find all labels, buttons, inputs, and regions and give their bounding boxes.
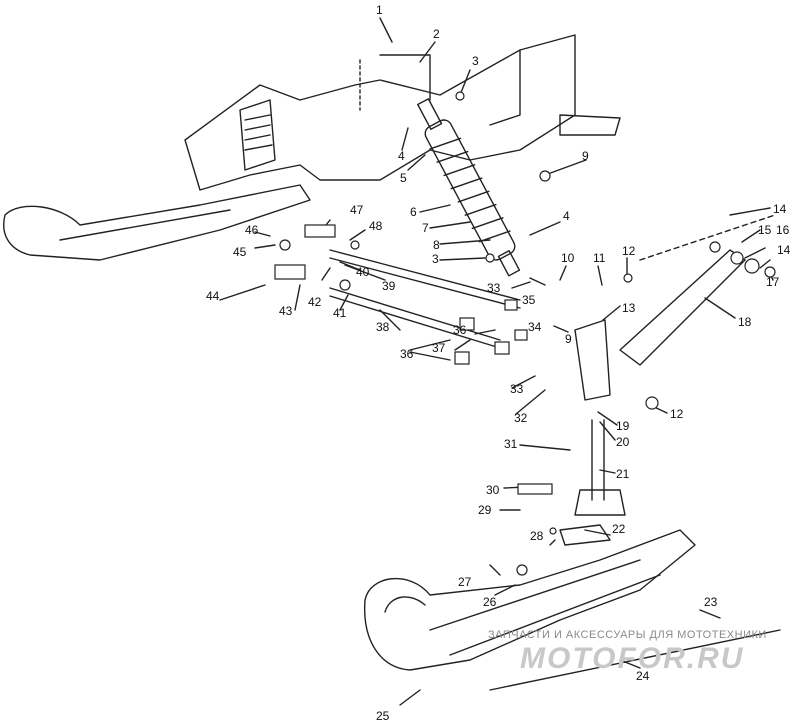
- part-label: 1: [376, 3, 383, 17]
- part-label: 6: [410, 205, 417, 219]
- part-label: 7: [422, 221, 429, 235]
- part-label: 40: [356, 265, 370, 279]
- part-label: 18: [738, 315, 752, 329]
- part-label: 2: [433, 27, 440, 41]
- part-label: 12: [670, 407, 684, 421]
- rear-ski: [3, 184, 311, 261]
- spindle-bracket: [574, 319, 611, 401]
- part-label: 8: [433, 238, 440, 252]
- bracket-47: [304, 224, 336, 238]
- part-label: 20: [616, 435, 630, 449]
- steering-arm: [619, 249, 746, 366]
- part-label: 33: [487, 281, 501, 295]
- nut-9: [539, 170, 551, 182]
- part-label: 33: [510, 382, 524, 396]
- ski-saddle: [559, 524, 611, 546]
- part-label: 16: [776, 223, 790, 237]
- watermark-site: MOTOFOR.RU: [520, 642, 744, 675]
- bushing-37: [459, 317, 475, 331]
- part-label: 25: [376, 709, 390, 722]
- bushing-12: [645, 396, 659, 410]
- part-label: 3: [472, 54, 479, 68]
- part-label: 30: [486, 483, 500, 497]
- part-label: 11: [593, 251, 606, 265]
- spindle: [591, 419, 605, 501]
- part-label: 48: [369, 219, 383, 233]
- left-shock: [239, 99, 276, 171]
- part-label: 44: [206, 289, 220, 303]
- washer-28: [549, 527, 557, 535]
- nut-12: [623, 273, 633, 283]
- part-label: 19: [616, 419, 630, 433]
- pin-30: [517, 483, 553, 495]
- watermark-caption: ЗАПЧАСТИ И АКСЕССУАРЫ ДЛЯ МОТОТЕХНИКИ: [488, 629, 767, 641]
- shock-absorber: [417, 98, 521, 277]
- part-label: 23: [704, 595, 718, 609]
- tie-rod-38: [329, 287, 501, 349]
- part-label: 3: [432, 252, 439, 266]
- spindle-foot: [574, 489, 626, 516]
- part-label: 13: [622, 301, 636, 315]
- part-label: 38: [376, 320, 390, 334]
- mount-plate: [559, 114, 621, 136]
- part-labels: 1 2 3 4 5 6 7 8 3 4 9 10 11 12 13 14 15 …: [206, 3, 791, 722]
- tie-rod-39: [329, 249, 521, 309]
- part-label: 22: [612, 522, 626, 536]
- front-ski: [363, 529, 696, 671]
- part-label: 43: [279, 304, 293, 318]
- part-label: 5: [400, 171, 407, 185]
- part-label: 32: [514, 411, 528, 425]
- part-label: 26: [483, 595, 497, 609]
- part-label: 14: [777, 243, 791, 257]
- nut-3: [455, 91, 465, 101]
- part-label: 17: [766, 275, 780, 289]
- part-label: 9: [565, 332, 572, 346]
- part-label: 39: [382, 279, 396, 293]
- part-label: 4: [398, 149, 405, 163]
- part-label: 34: [528, 320, 542, 334]
- part-label: 4: [563, 209, 570, 223]
- part-label: 45: [233, 245, 247, 259]
- ski-runner: [489, 629, 781, 691]
- part-label: 35: [522, 293, 536, 307]
- part-label: 29: [478, 503, 492, 517]
- part-label: 12: [622, 244, 636, 258]
- part-label: 27: [458, 575, 472, 589]
- part-label: 31: [504, 437, 518, 451]
- part-label: 24: [636, 669, 650, 683]
- washer-17: [764, 266, 776, 278]
- washer-26: [516, 564, 528, 576]
- chassis-bracket: [489, 49, 521, 126]
- part-label: 21: [616, 467, 630, 481]
- part-label: 9: [582, 149, 589, 163]
- rod-2: [379, 54, 431, 101]
- part-label: 28: [530, 529, 544, 543]
- part-label: 42: [308, 295, 322, 309]
- chassis-frame: [184, 34, 576, 191]
- clamp-43: [274, 264, 306, 280]
- part-label: 47: [350, 203, 364, 217]
- part-label: 36: [453, 323, 467, 337]
- part-label: 37: [432, 341, 446, 355]
- part-label: 14: [773, 202, 787, 216]
- part-label: 15: [758, 223, 772, 237]
- part-label: 46: [245, 223, 259, 237]
- part-label: 41: [333, 306, 347, 320]
- part-label: 36: [400, 347, 414, 361]
- part-label: 10: [561, 251, 575, 265]
